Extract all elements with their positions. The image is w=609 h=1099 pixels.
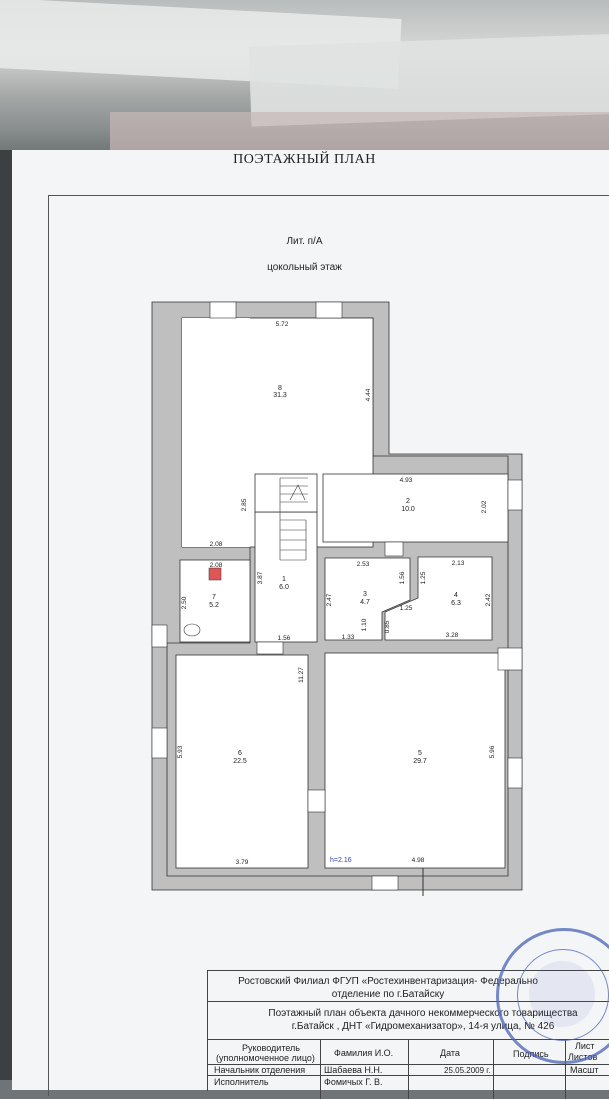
room-number: 5 bbox=[418, 750, 422, 757]
desk-shadow bbox=[0, 150, 14, 1080]
room-number: 7 bbox=[212, 594, 216, 601]
room-area: 6.0 bbox=[279, 584, 289, 591]
row-name: Шабаева Н.Н. bbox=[324, 1065, 383, 1075]
dimension-label: 2.53 bbox=[357, 561, 370, 568]
dimension-label: 1.10 bbox=[361, 618, 368, 631]
background-papers bbox=[0, 0, 609, 170]
room-number: 4 bbox=[454, 592, 458, 599]
rooms bbox=[175, 317, 509, 869]
object-line: Поэтажный план объекта дачного некоммерч… bbox=[268, 1008, 578, 1019]
dimension-label: 1.25 bbox=[400, 605, 413, 612]
header-scale: Масшт bbox=[570, 1065, 599, 1075]
header-name: Фамилия И.О. bbox=[334, 1048, 394, 1058]
dimension-label: 5.96 bbox=[489, 745, 496, 758]
dimension-label: 4.44 bbox=[365, 388, 372, 401]
height-label: h=2.16 bbox=[330, 857, 352, 864]
dimension-label: 4.98 bbox=[412, 857, 425, 864]
room-number: 6 bbox=[238, 750, 242, 757]
dimension-label: 1.33 bbox=[342, 634, 355, 641]
boiler-icon bbox=[208, 567, 222, 581]
room-1 bbox=[254, 511, 318, 643]
dimension-label: 5.93 bbox=[177, 745, 184, 758]
dimension-label: 3.79 bbox=[236, 859, 249, 866]
dimension-label: 2.50 bbox=[181, 596, 188, 609]
room-number: 3 bbox=[363, 591, 367, 598]
object-line: г.Батайск , ДНТ «Гидромеханизатор», 14-я… bbox=[291, 1021, 555, 1032]
dimension-label: 2.42 bbox=[485, 593, 492, 606]
floor-label: цокольный этаж bbox=[267, 262, 342, 273]
header-role: Руководитель bbox=[242, 1043, 300, 1053]
windows bbox=[151, 301, 523, 891]
dimension-label: 3.28 bbox=[446, 632, 459, 639]
lit-label: Лит. п/А bbox=[286, 236, 323, 247]
dimension-label: 2.08 bbox=[210, 562, 223, 569]
header-date: Дата bbox=[440, 1048, 460, 1058]
object-name: Поэтажный план объекта дачного некоммерч… bbox=[208, 1007, 609, 1033]
official-stamp bbox=[496, 928, 609, 1064]
room-area: 6.3 bbox=[451, 600, 461, 607]
room-area: 10.0 bbox=[401, 506, 415, 513]
org-line: отделение по г.Батайску bbox=[331, 989, 445, 1000]
page-title: ПОЭТАЖНЫЙ ПЛАН bbox=[233, 152, 376, 167]
room-area: 29.7 bbox=[413, 758, 427, 765]
room-4 bbox=[384, 556, 493, 641]
drawing-frame bbox=[48, 195, 609, 1096]
row-date: 25.05.2009 г. bbox=[444, 1066, 491, 1075]
dimension-label: 2.13 bbox=[452, 560, 465, 567]
room-6 bbox=[175, 654, 309, 869]
room-area: 31.3 bbox=[273, 392, 287, 399]
dimension-label: 4.93 bbox=[400, 477, 413, 484]
stairs bbox=[279, 477, 308, 561]
room-number: 8 bbox=[278, 385, 282, 392]
header-role-sub: (уполномоченное лицо) bbox=[216, 1053, 315, 1063]
dimension-label: 2.47 bbox=[326, 593, 333, 606]
dimension-label: 1.56 bbox=[399, 571, 406, 584]
dimension-label: 3.87 bbox=[257, 571, 264, 584]
room-area: 5.2 bbox=[209, 602, 219, 609]
row-name: Фомичых Г. В. bbox=[324, 1077, 383, 1087]
dimension-label: 5.72 bbox=[276, 321, 289, 328]
org-name: Ростовский Филиал ФГУП «Ростехинвентариз… bbox=[208, 975, 568, 1001]
dimension-label: 2.85 bbox=[241, 498, 248, 511]
dimension-label: 1.25 bbox=[420, 571, 427, 584]
dimension-label: 1.56 bbox=[278, 635, 291, 642]
background-paper bbox=[110, 112, 609, 152]
stair-area bbox=[254, 473, 318, 513]
dimension-label: 2.02 bbox=[481, 500, 488, 513]
org-line: Ростовский Филиал ФГУП «Ростехинвентариз… bbox=[238, 976, 538, 987]
dimension-label: 2.08 bbox=[210, 541, 223, 548]
room-3 bbox=[324, 557, 411, 641]
toilet-icon bbox=[183, 623, 201, 637]
row-role: Исполнитель bbox=[214, 1077, 269, 1087]
dimension-label: 11.27 bbox=[298, 667, 305, 683]
room-area: 4.7 bbox=[360, 599, 370, 606]
room-area: 22.5 bbox=[233, 758, 247, 765]
room-number: 1 bbox=[282, 576, 286, 583]
row-role: Начальник отделения bbox=[214, 1065, 306, 1075]
room-5 bbox=[324, 652, 506, 869]
room-2 bbox=[322, 473, 509, 543]
dimension-label: 0.85 bbox=[384, 620, 391, 633]
room-number: 2 bbox=[406, 498, 410, 505]
